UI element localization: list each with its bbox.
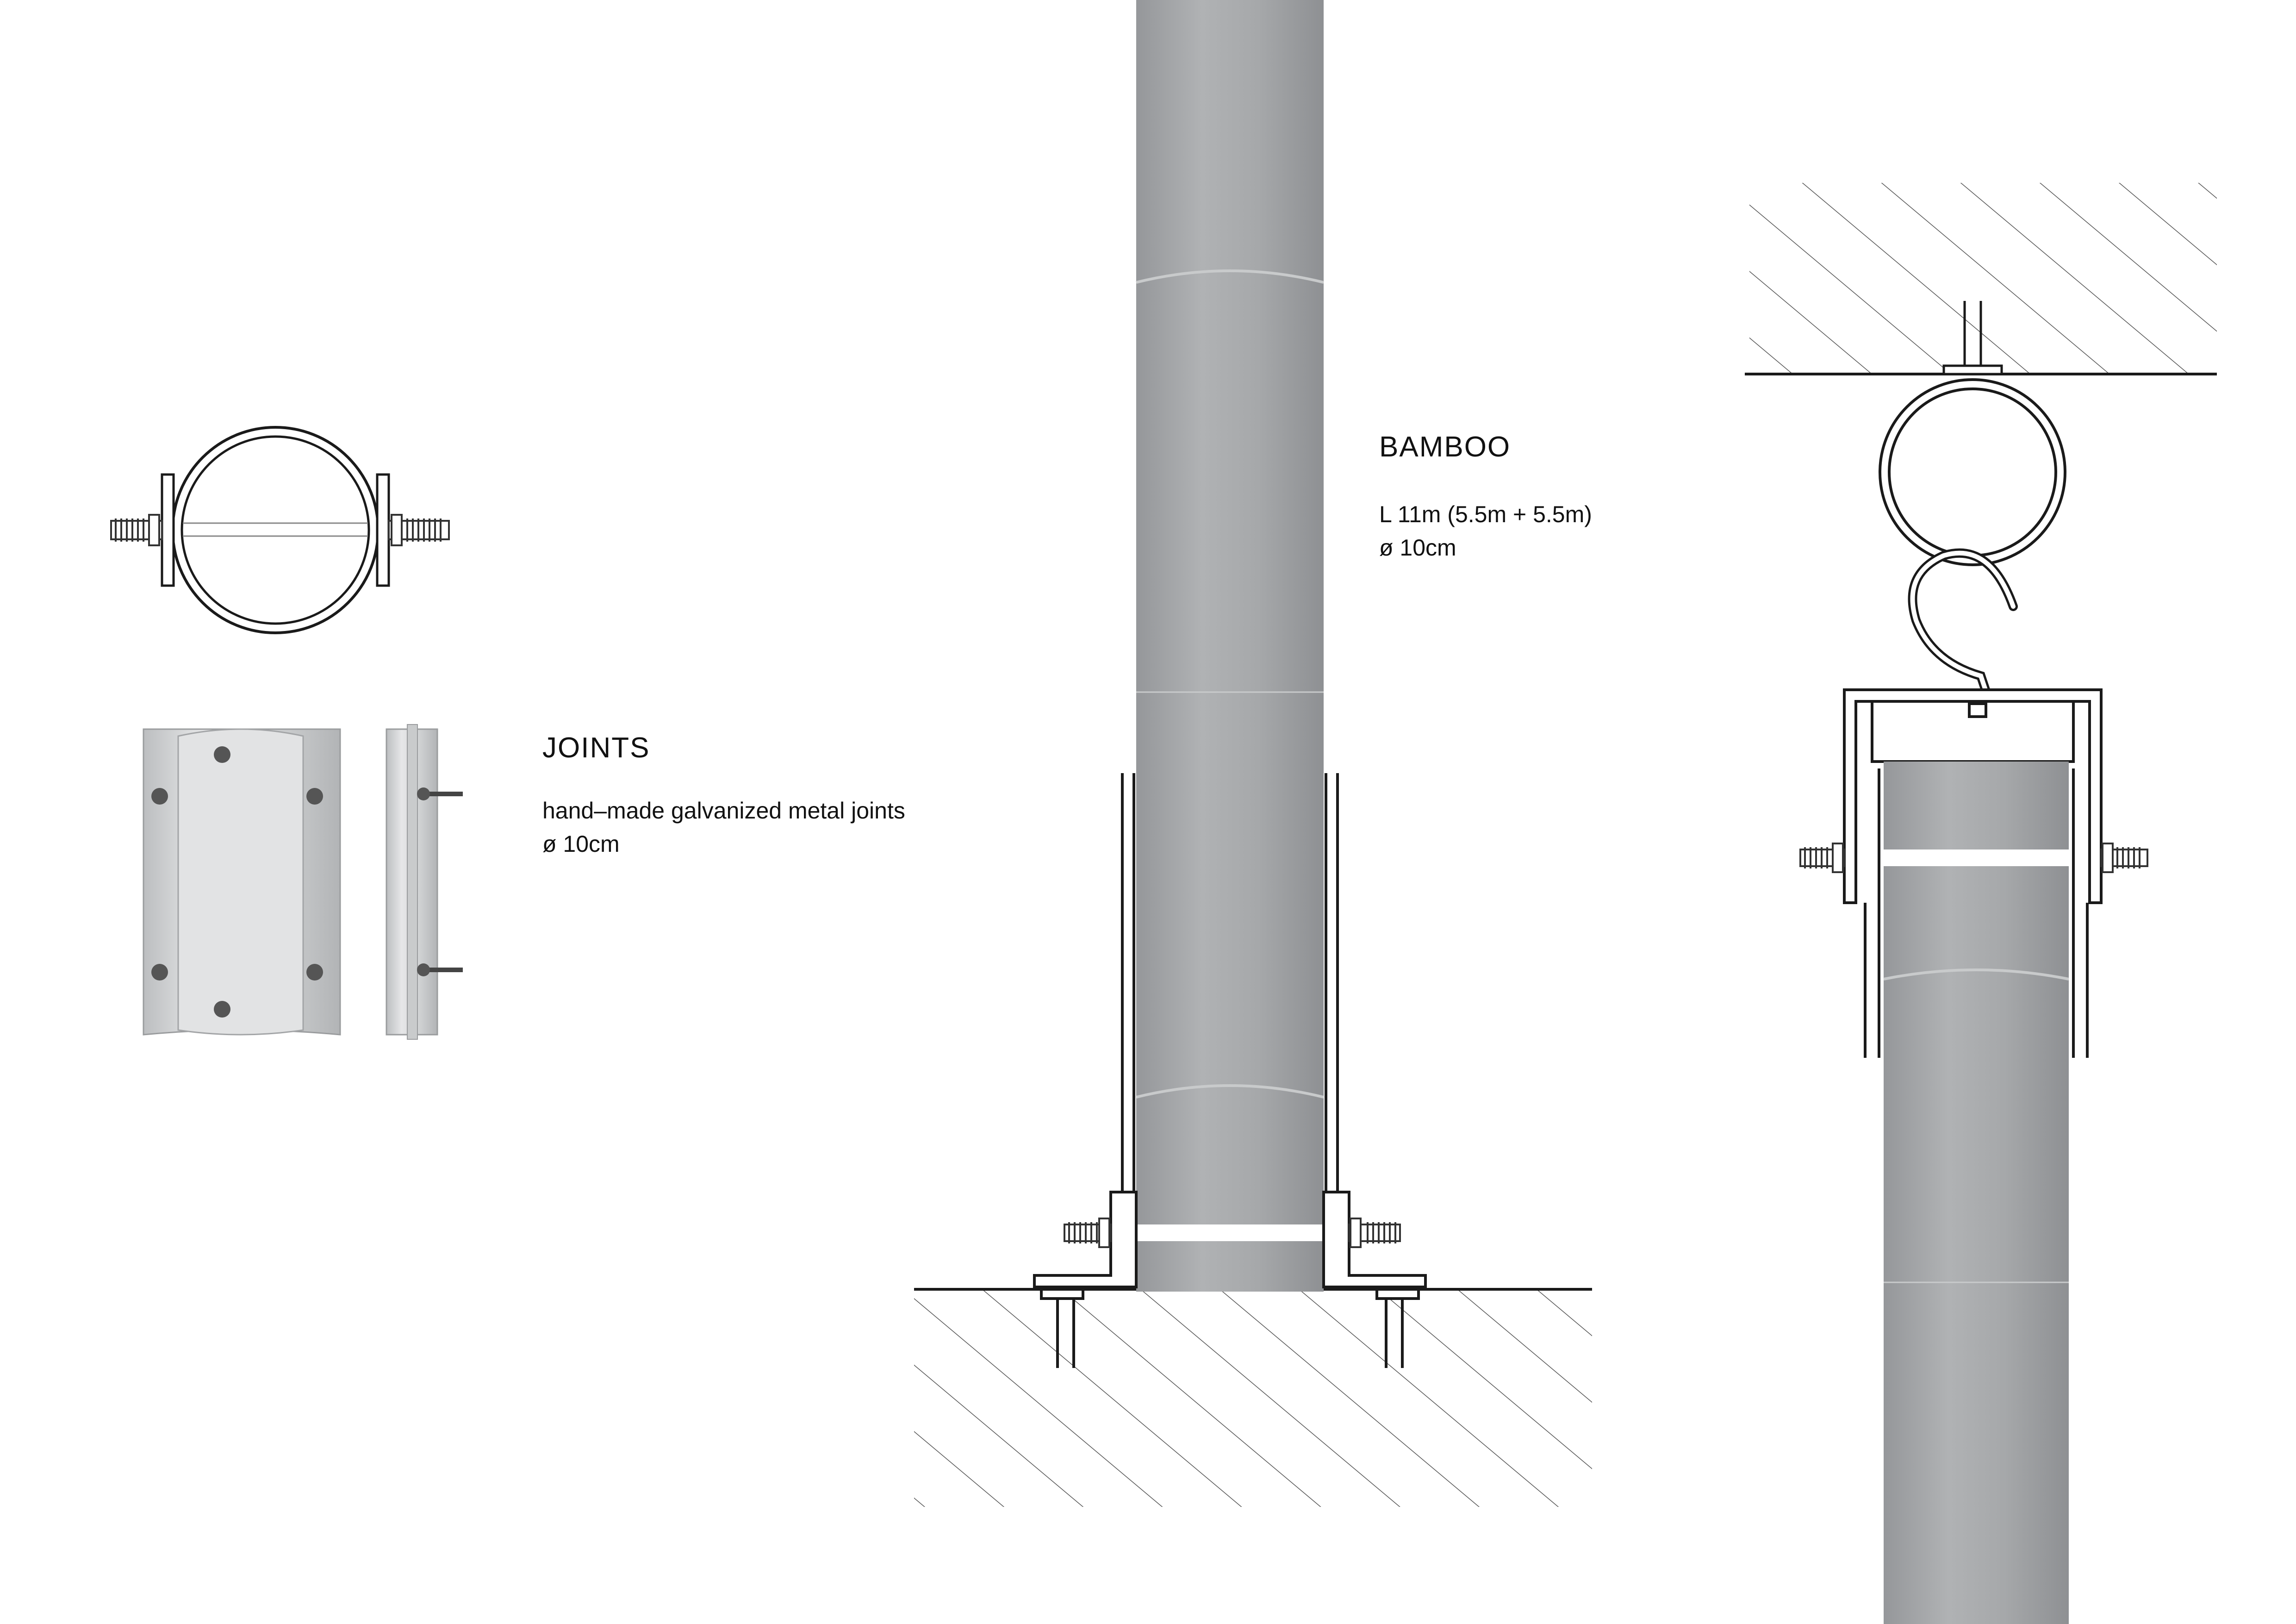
bamboo-pole-right [1884,762,2069,1624]
hanging-ring [1879,378,2066,566]
top-bolt-left-icon [1799,843,1845,873]
joint-flange-left [161,473,175,587]
bamboo-pole-center [1136,0,1324,1292]
ceiling-section [1745,183,2217,375]
joint-photo-side [386,724,463,1040]
joint-flange-right [376,473,390,587]
base-bolt-right-icon [1348,1218,1401,1248]
bolt-left-icon [110,514,163,546]
bamboo-diameter: ø 10cm [1379,535,1456,561]
base-clamp-band [1136,1224,1324,1241]
base-bracket-left [1033,1191,1138,1368]
base-bolt-left-icon [1064,1218,1112,1248]
joint-ring-outer [171,426,380,634]
base-sleeve [1121,773,1339,1192]
top-clamp-band [1884,849,2069,866]
ground-section [914,1288,1592,1507]
bamboo-heading: BAMBOO [1379,431,1511,463]
joints-description: hand–made galvanized metal joints [542,798,905,824]
ceiling-anchor [1942,301,2003,375]
joint-section-view [110,426,450,634]
top-sleeve [1864,768,2089,1058]
joint-photo-front [143,728,341,1036]
joints-diameter: ø 10cm [542,831,620,857]
bamboo-length: L 11m (5.5m + 5.5m) [1379,501,1592,527]
joints-heading: JOINTS [542,732,650,764]
top-bolt-right-icon [2100,843,2148,873]
base-bracket-right [1322,1191,1427,1368]
bolt-right-icon [388,514,450,546]
joint-ring-inner [180,435,370,625]
hanging-cap [1843,688,2103,904]
